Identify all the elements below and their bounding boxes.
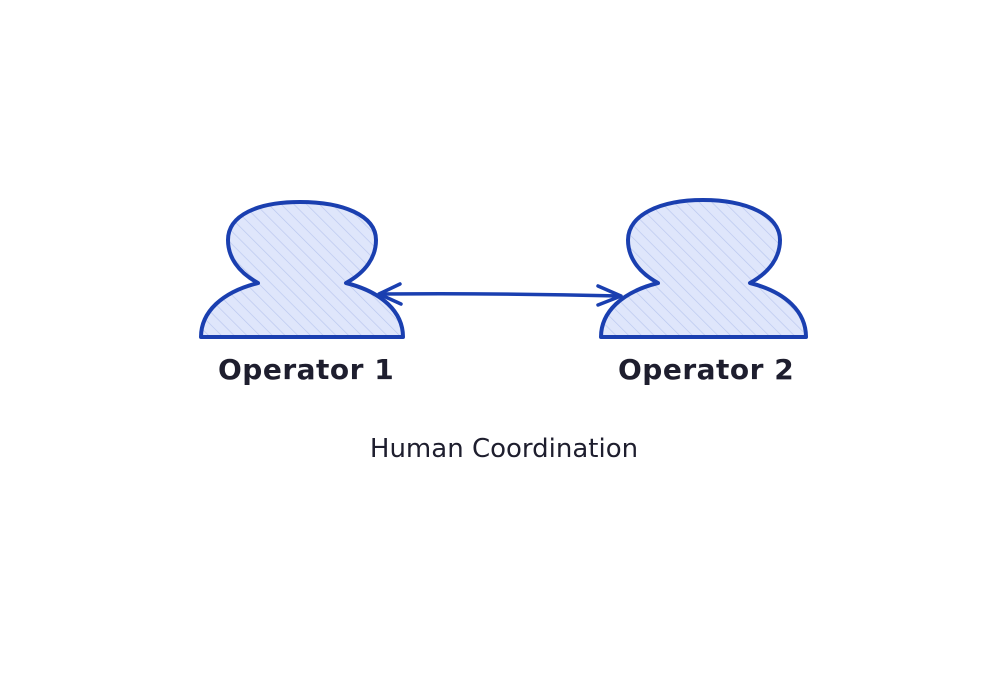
operator-1-person-shape: [199, 200, 405, 339]
diagram-caption: Human Coordination: [369, 434, 639, 464]
arrow-line: [378, 292, 622, 298]
operator-1-label: Operator 1: [218, 353, 395, 386]
arrow-head-right: [596, 284, 623, 307]
operator-1-person-icon: [199, 200, 405, 339]
operator-2-person-icon: [599, 198, 808, 339]
bidirectional-arrow: [377, 282, 623, 307]
operator-2-label: Operator 2: [618, 353, 795, 386]
operator-2-person-shape: [599, 198, 808, 339]
arrow-head-left: [377, 282, 403, 306]
